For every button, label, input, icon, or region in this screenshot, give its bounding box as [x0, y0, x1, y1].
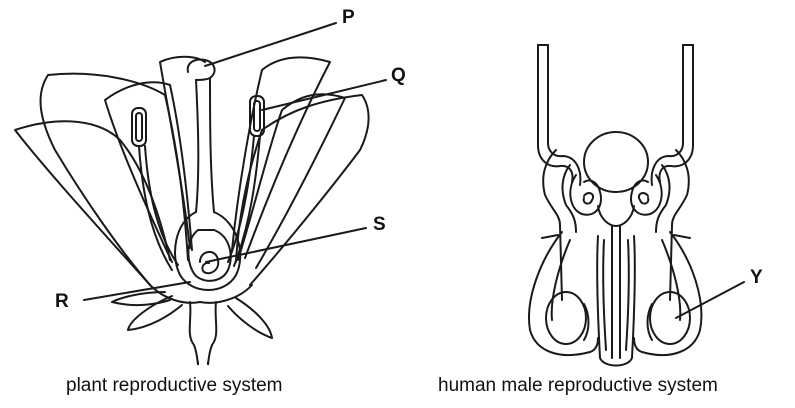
- sepal-left: [128, 296, 182, 330]
- flower-diagram: [15, 23, 386, 364]
- label-q: Q: [391, 66, 406, 85]
- vas-deferens-right: [652, 45, 693, 185]
- bladder: [584, 132, 648, 192]
- urethra: [612, 226, 620, 358]
- vas-deferens-left: [538, 45, 580, 185]
- petal-outer-right: [236, 95, 369, 285]
- leader-s: [206, 228, 366, 262]
- caption-human: human male reproductive system: [438, 376, 718, 395]
- stigma: [188, 60, 215, 81]
- receptacle: [150, 285, 252, 303]
- flower-stalk: [190, 302, 217, 364]
- caption-plant: plant reproductive system: [66, 376, 283, 395]
- label-s: S: [373, 215, 386, 234]
- leader-r: [84, 282, 190, 300]
- label-r: R: [55, 292, 69, 311]
- filament-left: [139, 146, 178, 270]
- leader-y: [676, 282, 744, 318]
- label-y: Y: [750, 268, 763, 287]
- style: [196, 78, 214, 212]
- ovule: [200, 252, 218, 273]
- prostate: [598, 206, 634, 226]
- human-male-diagram: [529, 45, 744, 366]
- petal-outer-left: [41, 74, 188, 285]
- sepal-right: [228, 298, 272, 338]
- label-p: P: [342, 8, 355, 27]
